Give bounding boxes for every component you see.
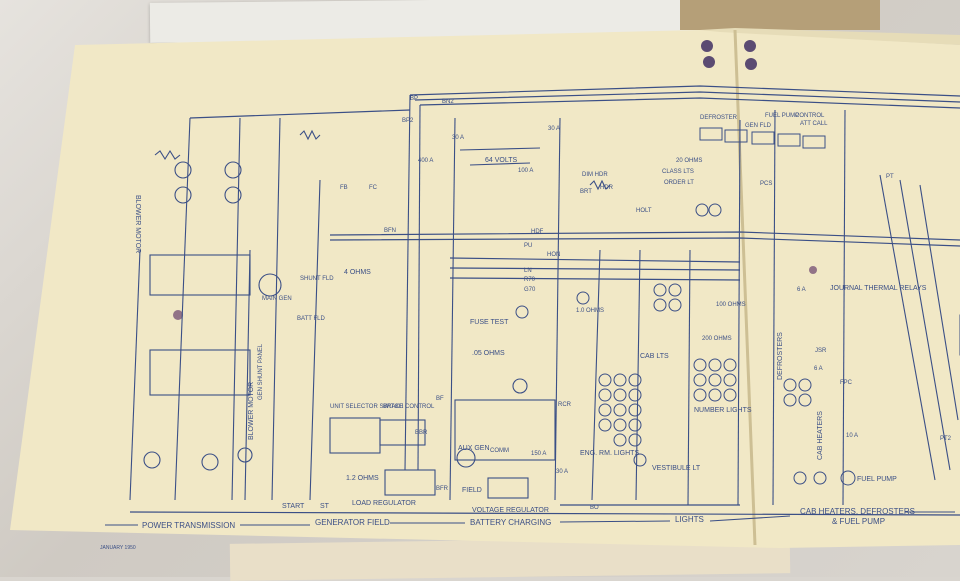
blower-motor-left-label: BLOWER MOTOR (134, 195, 141, 253)
section-fuel-pump: & FUEL PUMP (832, 517, 885, 526)
six-a-label: 6 A (797, 287, 806, 293)
brt-label: BRT (580, 189, 592, 195)
punch-holes (173, 40, 817, 320)
defroster-label: DEFROSTER (700, 115, 738, 121)
jsr-label: JSR (815, 348, 827, 354)
bus-wires (129, 85, 960, 516)
fuse-test-label: FUSE TEST (470, 319, 509, 326)
section-captions: POWER TRANSMISSION GENERATOR FIELD BATTE… (142, 507, 915, 530)
gen-fld-label: GEN FLD (745, 123, 772, 129)
r70-label: R70 (524, 277, 536, 283)
thirty-a-lower-label: 30 A (556, 469, 568, 475)
number-lights-label: NUMBER LIGHTS (694, 407, 752, 414)
gen-shunt-panel-label: GEN SHUNT PANEL (258, 343, 264, 400)
fuel-pump-label: FUEL PUMP (857, 476, 897, 483)
bf-label: BF (436, 396, 444, 402)
print-date-label: JANUARY 1950 (100, 545, 136, 551)
hon-label: HON (547, 252, 560, 258)
bbr-label: BBR (415, 430, 428, 436)
section-power-transmission: POWER TRANSMISSION (142, 521, 235, 530)
unit-selector-label: UNIT SELECTOR SWITCH (330, 404, 403, 410)
two-hundred-ohms-label: 200 OHMS (702, 336, 732, 342)
comm-label: COMM (490, 448, 509, 454)
cab-heaters-label: CAB HEATERS (817, 411, 824, 460)
hdf-label: HDF (531, 229, 544, 235)
bfn-label: BFN (384, 228, 396, 234)
one-two-ohms-label: 1.2 OHMS (346, 475, 379, 482)
load-regulator-label: LOAD REGULATOR (352, 500, 416, 507)
aux-gen-label: AUX GEN (458, 445, 490, 452)
batt-fld-label: BATT FLD (297, 316, 325, 322)
fb-label: FB (340, 185, 348, 191)
shunt-fld-label: SHUNT FLD (300, 276, 334, 282)
ten-ohms-label: 1.0 OHMS (576, 308, 604, 314)
holt-label: HOLT (636, 208, 652, 214)
eng-rm-lights-label: ENG. RM. LIGHTS (580, 450, 639, 457)
dim-hdr-label: DIM HDR (582, 172, 608, 178)
one-fifty-a-label: 150 A (531, 451, 546, 457)
brake-control-label: BRAKE CONTROL (383, 404, 435, 410)
journal-thermal-label: JOURNAL THERMAL RELAYS (830, 285, 927, 292)
diagram-labels: BLOWER MOTOR BLOWER MOTOR MAIN GEN GEN S… (100, 96, 952, 551)
four-ohms-label: 4 OHMS (344, 269, 371, 276)
twenty-ohms-label: 20 OHMS (676, 158, 702, 164)
lamp-grid (515, 203, 856, 486)
control-label: CONTROL (795, 113, 825, 119)
hdr-label: HDR (600, 185, 614, 191)
voltage-regulator-label: VOLTAGE REGULATOR (472, 507, 549, 514)
background-folder (680, 0, 880, 30)
section-dividers (105, 511, 955, 526)
field-label: FIELD (462, 487, 482, 494)
fc-label: FC (369, 185, 378, 191)
vertical-wires (129, 94, 959, 506)
fuel-pump-top-label: FUEL PUMP (765, 113, 799, 119)
ten-a-label: 10 A (846, 433, 858, 439)
bp-label: BP (410, 96, 418, 102)
point05-ohms-label: .05 OHMS (472, 350, 505, 357)
thirty-a-top-label: 30 A (548, 126, 560, 132)
pt2-label: PT2 (940, 436, 952, 442)
motor-symbols (143, 129, 611, 499)
ln-label: LN (524, 268, 532, 274)
bfr-label: BFR (436, 486, 449, 492)
class-lts-label: CLASS LTS (662, 169, 694, 175)
att-call-label: ATT CALL (800, 121, 828, 127)
center-fold (733, 29, 757, 546)
vestibule-lt-label: VESTIBULE LT (652, 465, 701, 472)
g70-label: G70 (524, 287, 536, 293)
st-label: ST (320, 503, 330, 510)
fold-edge (700, 28, 960, 45)
blower-motor-right-label: BLOWER MOTOR (248, 382, 255, 440)
defrosters-label: DEFROSTERS (777, 332, 784, 380)
six-a-2-label: 6 A (814, 366, 823, 372)
section-generator-field: GENERATOR FIELD (315, 518, 390, 527)
cab-lts-label: CAB LTS (640, 353, 669, 360)
bn2-label: BN2 (442, 99, 454, 105)
section-cab-heaters: CAB HEATERS, DEFROSTERS (800, 507, 915, 516)
section-battery-charging: BATTERY CHARGING (470, 518, 551, 527)
bo-label: BO (590, 505, 599, 511)
paper-sheet (10, 30, 960, 548)
hundred-a-label: 100 A (518, 168, 533, 174)
start-label: START (282, 503, 305, 510)
pcs-label: PCS (760, 181, 772, 187)
main-gen-label: MAIN GEN (262, 296, 292, 302)
rcr-label: RCR (558, 402, 572, 408)
thirty-a-small-label: 30 A (452, 135, 464, 141)
section-lights: LIGHTS (675, 515, 704, 524)
four-hundred-a-label: 400 A (418, 158, 433, 164)
pu-label: PU (524, 243, 532, 249)
bp2-label: BP2 (402, 118, 414, 124)
panel-switches (699, 127, 960, 356)
fpc-label: FPC (840, 380, 853, 386)
pt-label: PT (886, 174, 894, 180)
battery-volts-label: 64 VOLTS (485, 157, 517, 164)
order-lt-label: ORDER LT (664, 180, 694, 186)
hundred-ohms-label: 100 OHMS (716, 302, 746, 308)
